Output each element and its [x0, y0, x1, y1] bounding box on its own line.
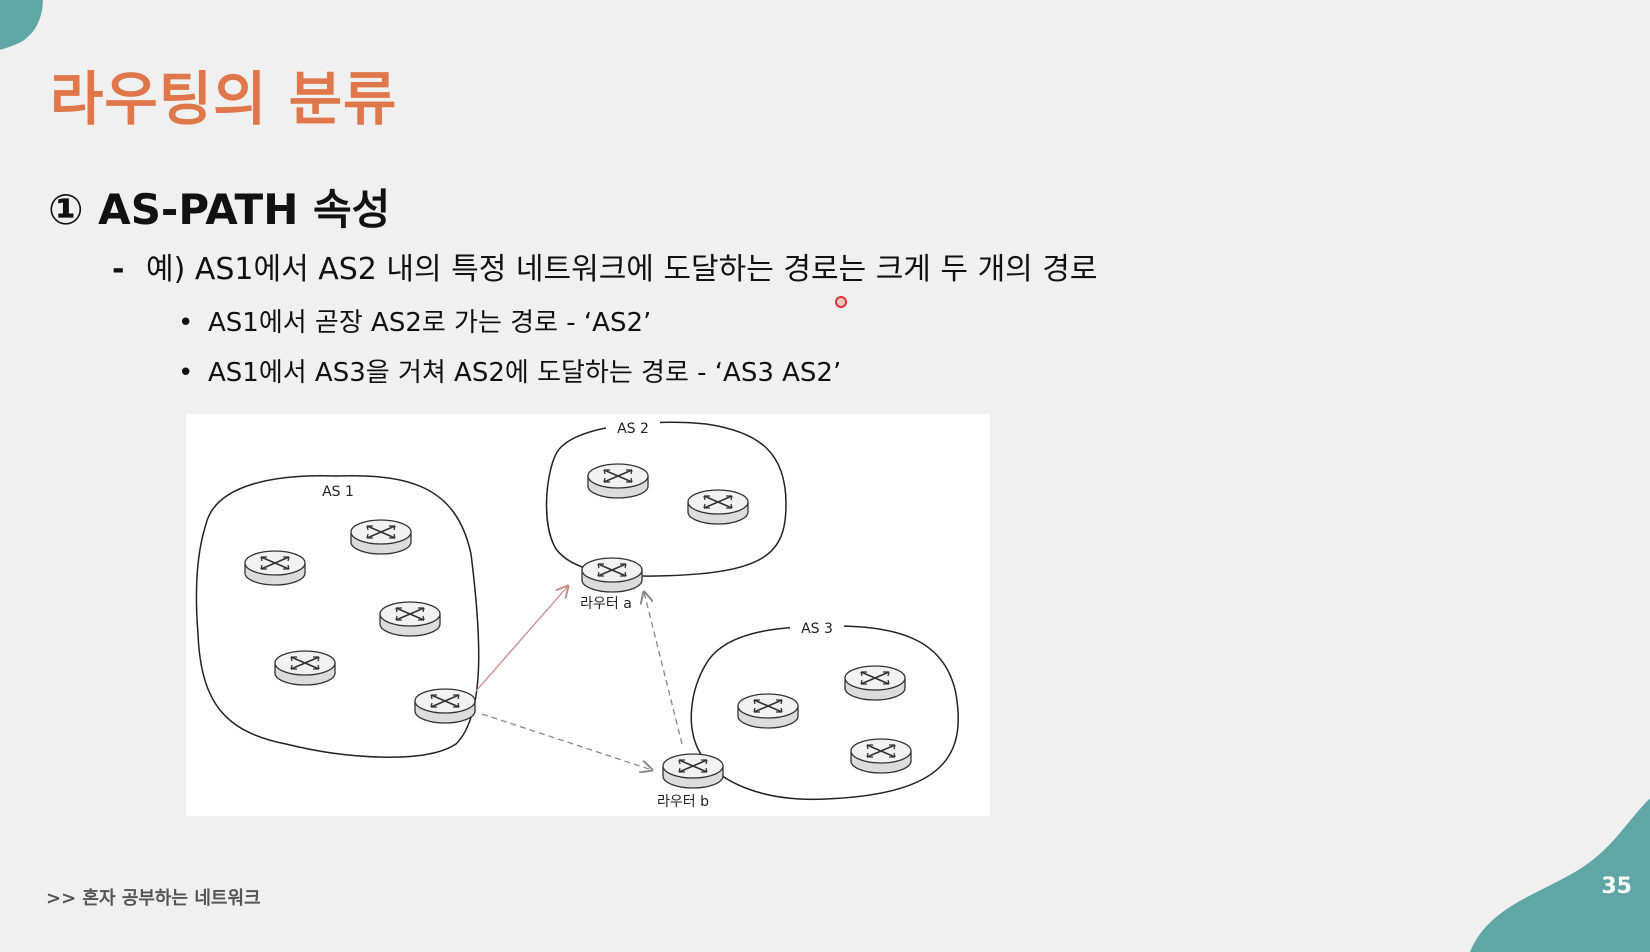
laser-pointer-dot: [835, 296, 847, 308]
as2-label: AS 2: [617, 421, 649, 437]
as2-boundary: [545, 421, 787, 577]
router-a-label: 라우터 a: [580, 596, 632, 612]
diagram-canvas: AS 1 AS 2 AS 3 라우터 a 라우터 b: [195, 419, 959, 810]
as3-label: AS 3: [801, 621, 833, 637]
corner-decoration-top-left: [0, 0, 58, 64]
as2-label-bg: [606, 419, 660, 437]
direct-path-arrow: [475, 586, 568, 692]
router-icon: [350, 519, 412, 555]
main-bullet: -예) AS1에서 AS2 내의 특정 네트워크에 도달하는 경로는 크게 두 …: [112, 244, 1098, 288]
path-router-b-to-a-arrow: [644, 592, 683, 745]
corner-decoration-bottom-right: [1470, 798, 1650, 952]
as3-boundary: [690, 625, 959, 801]
router-icon: [737, 693, 799, 729]
as-path-diagram: AS 1 AS 2 AS 3 라우터 a 라우터 b: [186, 414, 990, 816]
router-icon: [587, 463, 649, 499]
router-icon: [244, 550, 306, 586]
as1-boundary: [195, 475, 480, 758]
page-number: 35: [1601, 874, 1632, 899]
router-icon: [850, 738, 912, 774]
main-bullet-text: 예) AS1에서 AS2 내의 특정 네트워크에 도달하는 경로는 크게 두 개…: [146, 252, 1098, 287]
sub-bullet-text: AS1에서 곧장 AS2로 가는 경로 - ‘AS2’: [208, 308, 652, 338]
sub-bullet-marker: •: [178, 308, 194, 338]
path-to-router-b-arrow: [481, 713, 652, 770]
router-icon: [414, 688, 476, 724]
router-a-icon: [581, 557, 643, 593]
slide-title: 라우팅의 분류: [50, 65, 398, 133]
as1-label: AS 1: [322, 484, 354, 500]
bullet-dash: -: [112, 252, 125, 287]
book-footer: >> 혼자 공부하는 네트워크: [46, 888, 261, 909]
section-heading: ① AS-PATH 속성: [48, 185, 391, 234]
router-icon: [687, 489, 749, 525]
router-b-label: 라우터 b: [657, 794, 709, 810]
as3-label-bg: [790, 619, 844, 637]
sub-bullet-2: • AS1에서 AS3을 거쳐 AS2에 도달하는 경로 - ‘AS3 AS2’: [178, 352, 841, 389]
sub-bullet-1: • AS1에서 곧장 AS2로 가는 경로 - ‘AS2’: [178, 302, 651, 339]
router-icon: [274, 650, 336, 686]
sub-bullet-text: AS1에서 AS3을 거쳐 AS2에 도달하는 경로 - ‘AS3 AS2’: [208, 358, 842, 388]
sub-bullet-marker: •: [178, 358, 194, 388]
as1-label-bg: [310, 482, 366, 500]
router-icon: [379, 601, 441, 637]
router-icon: [844, 665, 906, 701]
router-b-icon: [662, 753, 724, 789]
